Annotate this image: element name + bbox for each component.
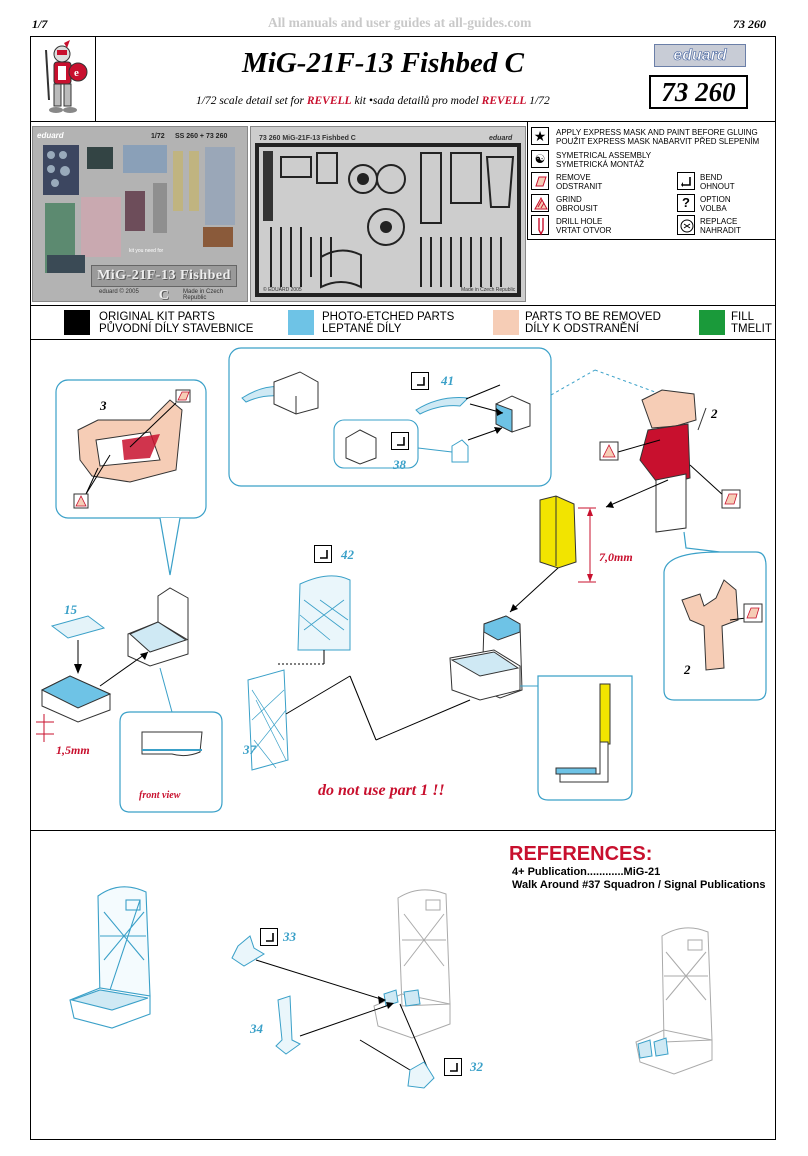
part-label-15: 15 — [64, 602, 77, 617]
page-frame — [30, 36, 776, 1140]
yin-yang-icon: ☯ — [531, 150, 549, 168]
warning-text: do not use part 1 !! — [318, 782, 445, 799]
references-list: 4+ Publication............MiG-21 Walk Ar… — [512, 866, 766, 891]
eduard-logo: eduard — [654, 44, 746, 67]
top-code: 73 260 — [733, 17, 766, 31]
part-label-3: 3 — [100, 398, 107, 413]
dimension-height: 7,0mm — [599, 550, 633, 564]
star-icon: ★ — [531, 127, 549, 145]
swatch-remove — [493, 310, 519, 335]
references-title: REFERENCES: — [509, 843, 653, 865]
page-title: MiG-21F-13 Fishbed C — [242, 47, 524, 79]
swatch-fill — [699, 310, 725, 335]
part-label-38: 38 — [393, 457, 406, 472]
fret-image-pe: 73 260 MiG-21F-13 Fishbed C eduard © EDU… — [250, 126, 526, 302]
option-icon: ? — [677, 194, 695, 212]
part-label-33: 33 — [283, 929, 296, 944]
bend-icon — [677, 172, 695, 190]
remove-icon — [531, 172, 549, 190]
part-label-2: 2 — [711, 406, 718, 421]
knight-mascot-icon: e — [45, 40, 88, 113]
drill-icon — [531, 215, 549, 236]
bend-icon — [260, 928, 278, 946]
bend-icon — [411, 372, 429, 390]
watermark: All manuals and user guides at all-guide… — [268, 15, 532, 30]
bend-icon — [391, 432, 409, 450]
replace-icon — [677, 215, 695, 235]
part-label-32: 32 — [470, 1059, 483, 1074]
page-number: 1/7 — [32, 17, 48, 31]
fret-image-color: eduard 1/72 SS 260 + 73 260 kit you need… — [32, 126, 248, 303]
subtitle: 1/72 scale detail set for REVELL kit •sa… — [196, 95, 550, 107]
grind-icon — [531, 194, 549, 212]
part-label-41: 41 — [441, 373, 454, 388]
part-label-2b: 2 — [684, 662, 691, 677]
svg-text:e: e — [74, 67, 79, 79]
bend-icon — [444, 1058, 462, 1076]
part-label-37: 37 — [243, 742, 256, 757]
dimension-thickness: 1,5mm — [56, 743, 90, 757]
front-view-label: front view — [139, 790, 181, 801]
swatch-original — [64, 310, 90, 335]
step1-diagram — [36, 347, 767, 813]
product-code: 73 260 — [649, 75, 748, 109]
part-label-42: 42 — [341, 547, 354, 562]
part-label-34: 34 — [250, 1021, 263, 1036]
bend-icon — [314, 545, 332, 563]
swatch-photo-etched — [288, 310, 314, 335]
